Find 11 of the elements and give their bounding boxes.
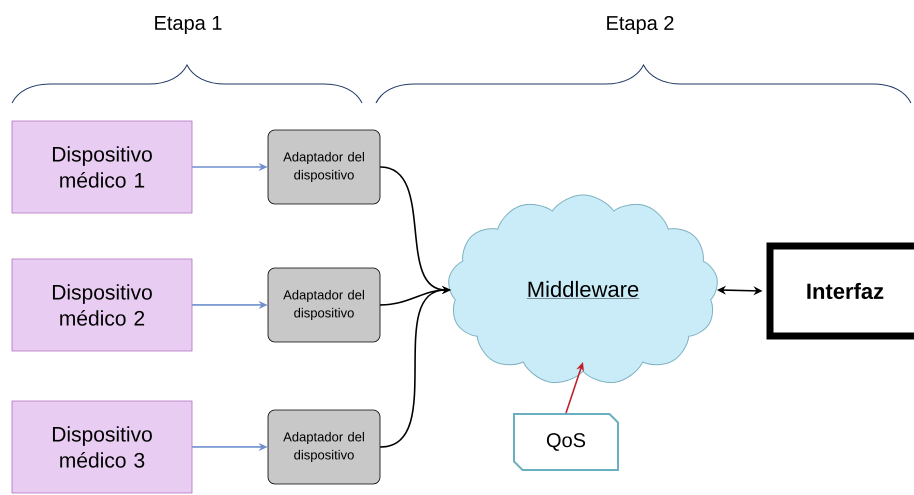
stage-label: Etapa 2 bbox=[607, 16, 674, 34]
middleware-cloud: Middleware bbox=[448, 194, 718, 384]
interface-box: Interfaz bbox=[766, 242, 914, 340]
device-box: Dispositivo médico 1 bbox=[12, 120, 192, 214]
adapter-box: Adaptador del dispositivo bbox=[268, 268, 380, 342]
device-box: Dispositivo médico 2 bbox=[12, 258, 192, 352]
adapter-box: Adaptador del dispositivo bbox=[268, 130, 380, 204]
adapter-box: Adaptador del dispositivo bbox=[268, 410, 380, 484]
qos-box: QoS bbox=[513, 412, 619, 471]
stage-label: Etapa 1 bbox=[155, 16, 222, 34]
device-box: Dispositivo médico 3 bbox=[12, 400, 192, 494]
